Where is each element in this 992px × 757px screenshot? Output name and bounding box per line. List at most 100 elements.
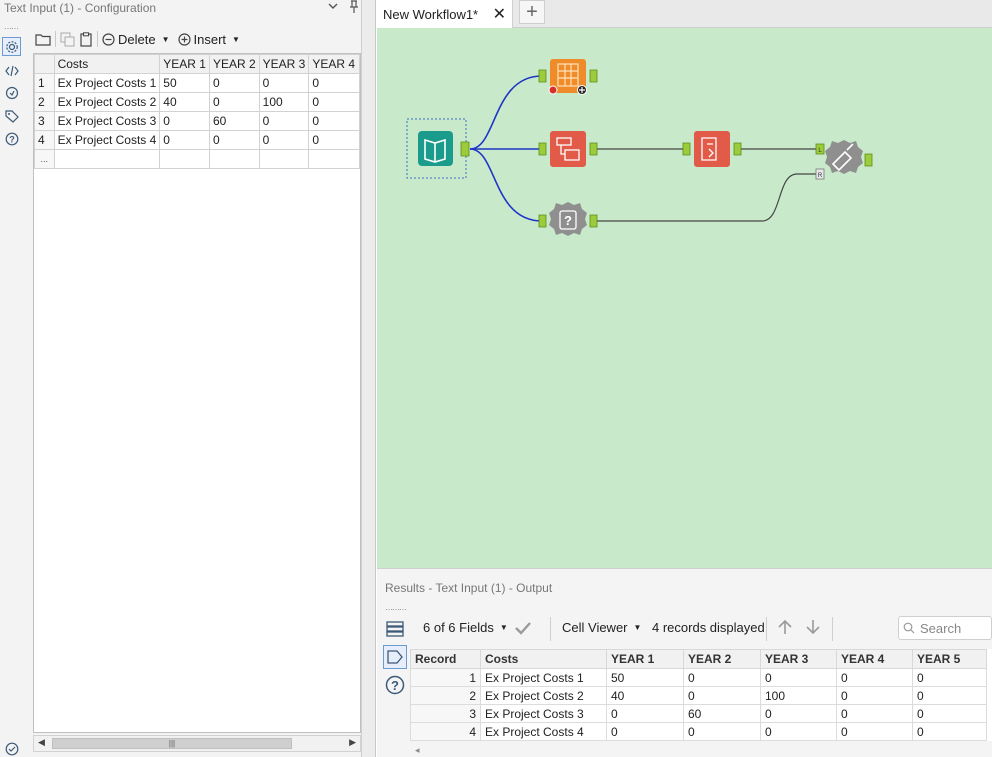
table-cell[interactable]: 0 bbox=[760, 704, 837, 723]
row-number[interactable]: 4 bbox=[34, 130, 55, 150]
add-tab-button[interactable]: + bbox=[519, 0, 545, 24]
grid-cell[interactable]: 40 bbox=[159, 92, 210, 112]
scroll-left-icon[interactable]: ◀ bbox=[38, 737, 45, 747]
grid-cell[interactable] bbox=[159, 149, 210, 169]
grid-cell[interactable]: 0 bbox=[258, 111, 310, 131]
annotation-icon[interactable] bbox=[2, 83, 21, 102]
grid-cell[interactable]: Ex Project Costs 2 bbox=[53, 92, 161, 112]
table-cell[interactable]: 0 bbox=[836, 668, 913, 687]
table-cell[interactable]: 0 bbox=[683, 668, 761, 687]
arrow-up-icon[interactable] bbox=[776, 618, 794, 636]
table-cell[interactable]: Ex Project Costs 4 bbox=[480, 722, 607, 741]
table-cell[interactable]: Ex Project Costs 3 bbox=[480, 704, 607, 723]
table-cell[interactable]: 100 bbox=[760, 686, 837, 705]
table-cell[interactable]: 0 bbox=[683, 686, 761, 705]
grid-cell[interactable]: 0 bbox=[308, 73, 360, 93]
table-cell[interactable]: 0 bbox=[606, 722, 684, 741]
tab-new-workflow[interactable]: New Workflow1* ✕ bbox=[377, 0, 513, 28]
table-row[interactable]: 2 Ex Project Costs 2 40 0 100 0 0 bbox=[410, 686, 987, 705]
tag-icon[interactable] bbox=[2, 106, 21, 125]
panel-splitter[interactable] bbox=[362, 0, 376, 757]
grid-cell[interactable]: 0 bbox=[208, 130, 260, 150]
list-view-icon[interactable] bbox=[383, 617, 407, 641]
pin-icon[interactable] bbox=[348, 0, 360, 17]
search-input[interactable]: Search bbox=[898, 616, 992, 640]
text-input-tool[interactable] bbox=[406, 118, 470, 179]
scrollbar-thumb[interactable]: ||| bbox=[52, 738, 292, 749]
row-number[interactable]: 3 bbox=[34, 111, 55, 131]
browse-tool[interactable]: L R bbox=[815, 140, 873, 180]
grid-cell[interactable]: Ex Project Costs 4 bbox=[53, 130, 161, 150]
check-circle-icon[interactable] bbox=[2, 739, 21, 757]
column-header[interactable]: YEAR 4 bbox=[836, 649, 913, 669]
grid-cell[interactable]: 0 bbox=[308, 130, 360, 150]
gear-icon[interactable] bbox=[2, 37, 21, 56]
table-row[interactable]: 1 Ex Project Costs 1 50 0 0 0 0 bbox=[410, 668, 987, 687]
grid-cell[interactable]: 0 bbox=[159, 130, 210, 150]
checkmark-icon[interactable] bbox=[514, 621, 532, 635]
fields-dropdown[interactable]: 6 of 6 Fields ▼ bbox=[423, 620, 532, 635]
table-cell[interactable]: 0 bbox=[912, 686, 987, 705]
table-cell[interactable]: 40 bbox=[606, 686, 684, 705]
column-header[interactable]: Record bbox=[410, 649, 481, 669]
column-header[interactable]: YEAR 3 bbox=[258, 54, 310, 74]
table-cell[interactable]: 0 bbox=[912, 704, 987, 723]
table-cell[interactable]: 50 bbox=[606, 668, 684, 687]
workflow-canvas[interactable]: ? L R bbox=[377, 28, 992, 568]
crosstab-tool[interactable] bbox=[538, 59, 598, 95]
grid-cell[interactable] bbox=[308, 149, 360, 169]
grid-cell[interactable]: Ex Project Costs 1 bbox=[53, 73, 161, 93]
table-cell[interactable]: Ex Project Costs 1 bbox=[480, 668, 607, 687]
table-cell[interactable]: 0 bbox=[836, 704, 913, 723]
table-cell[interactable]: 60 bbox=[683, 704, 761, 723]
grid-cell[interactable] bbox=[208, 149, 260, 169]
table-cell[interactable]: 0 bbox=[912, 668, 987, 687]
help-icon[interactable]: ? bbox=[2, 129, 21, 148]
scroll-left-icon[interactable]: ◂ bbox=[415, 745, 420, 755]
row-number[interactable]: 1 bbox=[34, 73, 55, 93]
copy-icon[interactable] bbox=[60, 29, 75, 49]
close-icon[interactable]: ✕ bbox=[492, 6, 506, 23]
table-row[interactable]: 4 Ex Project Costs 4 0 0 0 0 0 bbox=[410, 722, 987, 741]
cell-viewer-dropdown[interactable]: Cell Viewer ▼ bbox=[562, 620, 641, 635]
help-icon[interactable]: ? bbox=[383, 673, 407, 697]
folder-icon[interactable] bbox=[35, 29, 51, 49]
test-tool[interactable]: ? bbox=[538, 202, 598, 236]
sort-tool[interactable] bbox=[682, 131, 742, 167]
column-header[interactable]: YEAR 1 bbox=[159, 54, 210, 74]
insert-button[interactable]: Insert ▼ bbox=[177, 29, 240, 49]
grid-cell[interactable] bbox=[53, 149, 161, 169]
grid-cell[interactable]: 0 bbox=[159, 111, 210, 131]
column-header[interactable]: YEAR 2 bbox=[683, 649, 761, 669]
paste-icon[interactable] bbox=[79, 29, 93, 49]
tag-icon[interactable] bbox=[383, 645, 407, 669]
grid-cell[interactable]: Ex Project Costs 3 bbox=[53, 111, 161, 131]
table-row[interactable]: 3 Ex Project Costs 3 0 60 0 0 0 bbox=[410, 704, 987, 723]
column-header[interactable]: YEAR 3 bbox=[760, 649, 837, 669]
grid-cell[interactable]: 100 bbox=[258, 92, 310, 112]
column-header[interactable]: YEAR 2 bbox=[208, 54, 260, 74]
row-number[interactable]: 2 bbox=[34, 92, 55, 112]
grid-cell[interactable]: 60 bbox=[208, 111, 260, 131]
code-icon[interactable] bbox=[2, 61, 21, 80]
table-cell[interactable]: Ex Project Costs 2 bbox=[480, 686, 607, 705]
grid-cell[interactable]: 0 bbox=[208, 92, 260, 112]
results-grid[interactable]: Record Costs YEAR 1 YEAR 2 YEAR 3 YEAR 4… bbox=[410, 649, 992, 741]
table-cell[interactable]: 0 bbox=[606, 704, 684, 723]
new-row-marker[interactable]: ... bbox=[34, 149, 55, 169]
chevron-down-icon[interactable] bbox=[327, 0, 339, 15]
grid-cell[interactable] bbox=[258, 149, 310, 169]
column-header[interactable]: YEAR 5 bbox=[912, 649, 987, 669]
column-header[interactable]: YEAR 4 bbox=[308, 54, 360, 74]
table-cell[interactable]: 0 bbox=[760, 722, 837, 741]
column-header[interactable]: YEAR 1 bbox=[606, 649, 684, 669]
horizontal-scrollbar[interactable]: ◀ ||| ▶ bbox=[33, 735, 361, 752]
grid-cell[interactable]: 0 bbox=[308, 111, 360, 131]
column-header[interactable]: Costs bbox=[480, 649, 607, 669]
grid-cell[interactable]: 50 bbox=[159, 73, 210, 93]
table-cell[interactable]: 0 bbox=[836, 686, 913, 705]
arrow-down-icon[interactable] bbox=[804, 618, 822, 636]
grid-cell[interactable]: 0 bbox=[258, 130, 310, 150]
grid-cell[interactable]: 0 bbox=[208, 73, 260, 93]
table-cell[interactable]: 0 bbox=[683, 722, 761, 741]
